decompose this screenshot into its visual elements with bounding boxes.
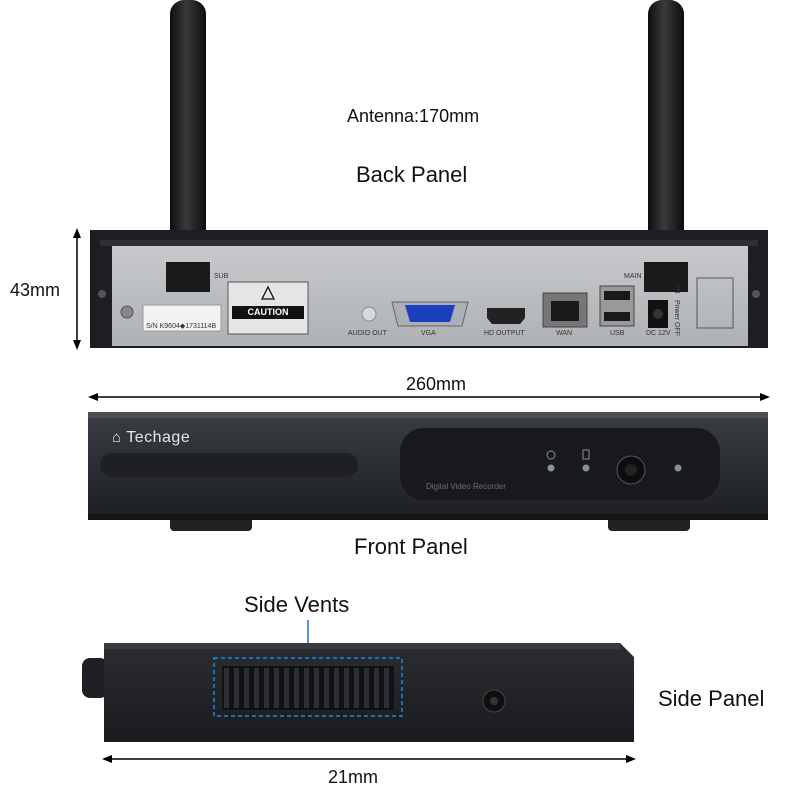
usb-label: USB bbox=[610, 330, 625, 337]
dc-label: DC 12V bbox=[646, 330, 671, 337]
antenna-length-label: Antenna:170mm bbox=[347, 106, 480, 126]
depth-label: 21mm bbox=[328, 767, 379, 787]
wan-label: WAN bbox=[556, 330, 573, 337]
serial-number: S/N K9604◆1731114B bbox=[146, 323, 217, 330]
hd-output-label: HD OUTPUT bbox=[484, 330, 525, 337]
side-vents-title: Side Vents bbox=[244, 592, 350, 617]
front-panel-device bbox=[88, 412, 768, 531]
antenna-left bbox=[170, 0, 206, 290]
side-vents bbox=[213, 657, 403, 717]
width-dimension bbox=[88, 393, 770, 401]
switch-power-label: Power bbox=[673, 300, 680, 320]
sub-antenna-label: SUB bbox=[214, 273, 229, 280]
height-dimension bbox=[73, 228, 81, 350]
audio-out-label: AUDIO OUT bbox=[348, 330, 387, 337]
depth-dimension bbox=[102, 755, 636, 763]
antenna-right bbox=[648, 0, 684, 290]
house-icon: ⌂ bbox=[112, 429, 122, 446]
brand-name: Techage bbox=[126, 429, 191, 446]
switch-off-label: OFF bbox=[673, 322, 680, 336]
main-antenna-label: MAIN bbox=[624, 273, 642, 280]
back-panel-device bbox=[90, 230, 768, 348]
caution-label: CAUTION bbox=[247, 307, 289, 317]
switch-on-label: ON bbox=[673, 283, 680, 294]
front-panel-title: Front Panel bbox=[354, 534, 468, 559]
width-label: 260mm bbox=[406, 374, 467, 394]
side-panel-title: Side Panel bbox=[658, 686, 765, 711]
vga-label: VGA bbox=[421, 330, 436, 337]
brand-logo: ⌂ Techage bbox=[112, 429, 190, 447]
device-subtitle: Digital Video Recorder bbox=[426, 482, 506, 491]
back-panel-title: Back Panel bbox=[356, 162, 468, 187]
height-label: 43mm bbox=[10, 280, 61, 300]
side-panel-device bbox=[82, 643, 634, 742]
